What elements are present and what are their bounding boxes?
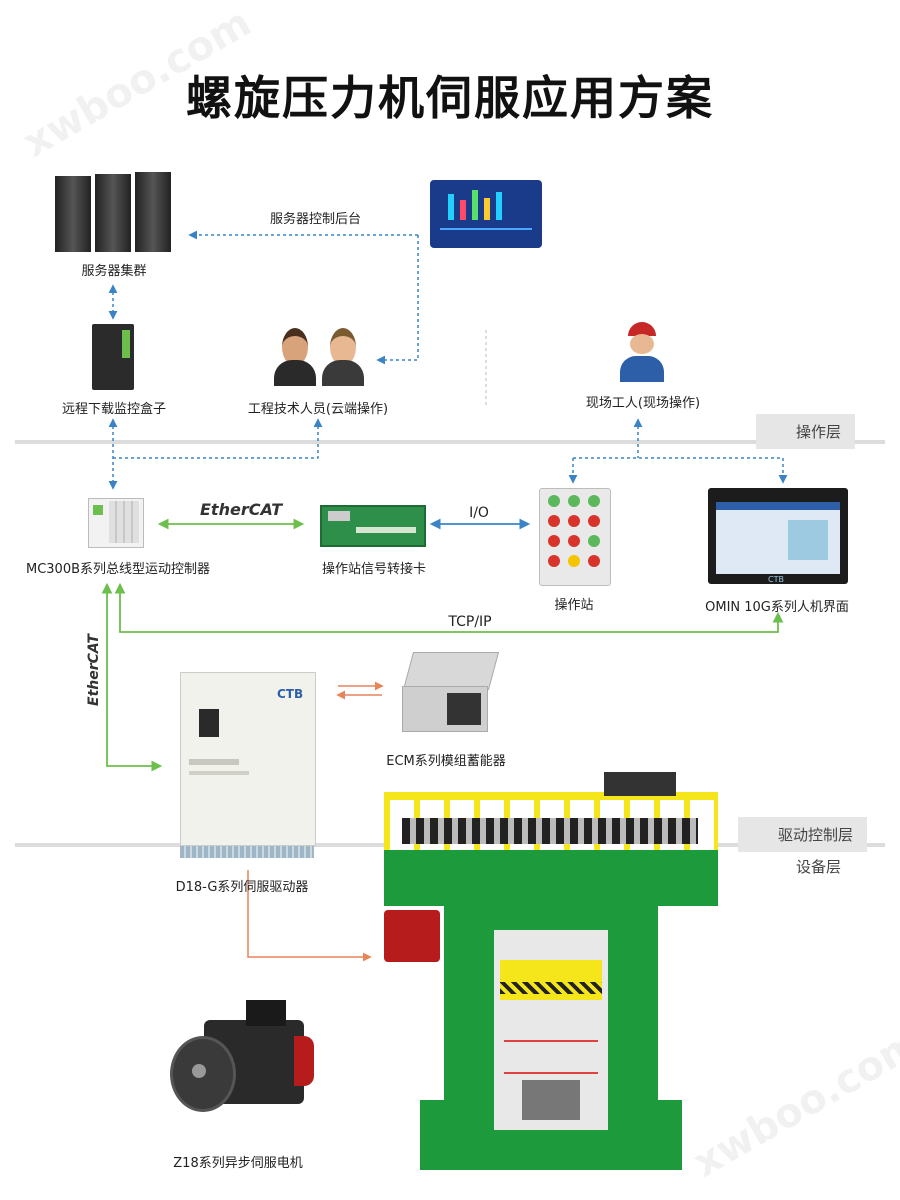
io-label: I/O [469,505,489,521]
ecm-image [398,652,500,732]
servo-drive-label: D18-G系列伺服驱动器 [175,880,309,895]
operator-station-label: 操作站 [554,598,594,613]
servo-motor-image [164,990,314,1140]
servo-motor-label: Z18系列异步伺服电机 [173,1156,303,1171]
operator-station-image [539,488,611,586]
ecm-label: ECM系列模组蓄能器 [386,754,506,769]
operation-layer-tag: 操作层 [756,414,856,449]
operation-layer-line [15,440,885,444]
equipment-layer-tag: 设备层 [796,858,842,876]
hmi-label: OMIN 10G系列人机界面 [705,600,849,615]
ethercat-controller-drive-link [101,582,163,772]
controller-image [88,498,144,548]
signal-card-label: 操作站信号转接卡 [321,562,427,577]
press-machine-image [384,770,718,1170]
server-cluster-image [55,172,173,252]
ethercat-vertical-label: EtherCAT [86,634,102,706]
hmi-brand: CTB [768,575,784,584]
page-title: 螺旋压力机伺服应用方案 [186,71,714,125]
server-backend-label: 服务器控制后台 [270,212,362,227]
engineers-down-link [113,418,323,459]
controller-label: MC300B系列总线型运动控制器 [25,562,211,577]
field-worker-icon [614,322,672,382]
backend-to-engineers-link [376,235,419,365]
dashboard-screen-image [430,180,542,248]
drive-base [180,846,314,858]
field-worker-label: 现场工人(现场操作) [585,396,701,411]
drive-control-layer-tag: 驱动控制层 [738,817,868,852]
remote-box-image [92,324,134,390]
tcpip-label: TCP/IP [448,614,492,630]
engineers-label: 工程技术人员(云端操作) [247,402,389,417]
engineers-icon [274,328,368,388]
drive-to-press-link [247,870,372,962]
ethercat-label: EtherCAT [200,500,283,519]
signal-card-image [320,505,426,547]
servo-drive-image: CTB [180,672,316,846]
hmi-image: CTB [708,488,848,584]
server-cluster-label: 服务器集群 [81,264,147,279]
remote-box-label: 远程下载监控盒子 [61,402,167,417]
drive-brand: CTB [277,687,304,701]
